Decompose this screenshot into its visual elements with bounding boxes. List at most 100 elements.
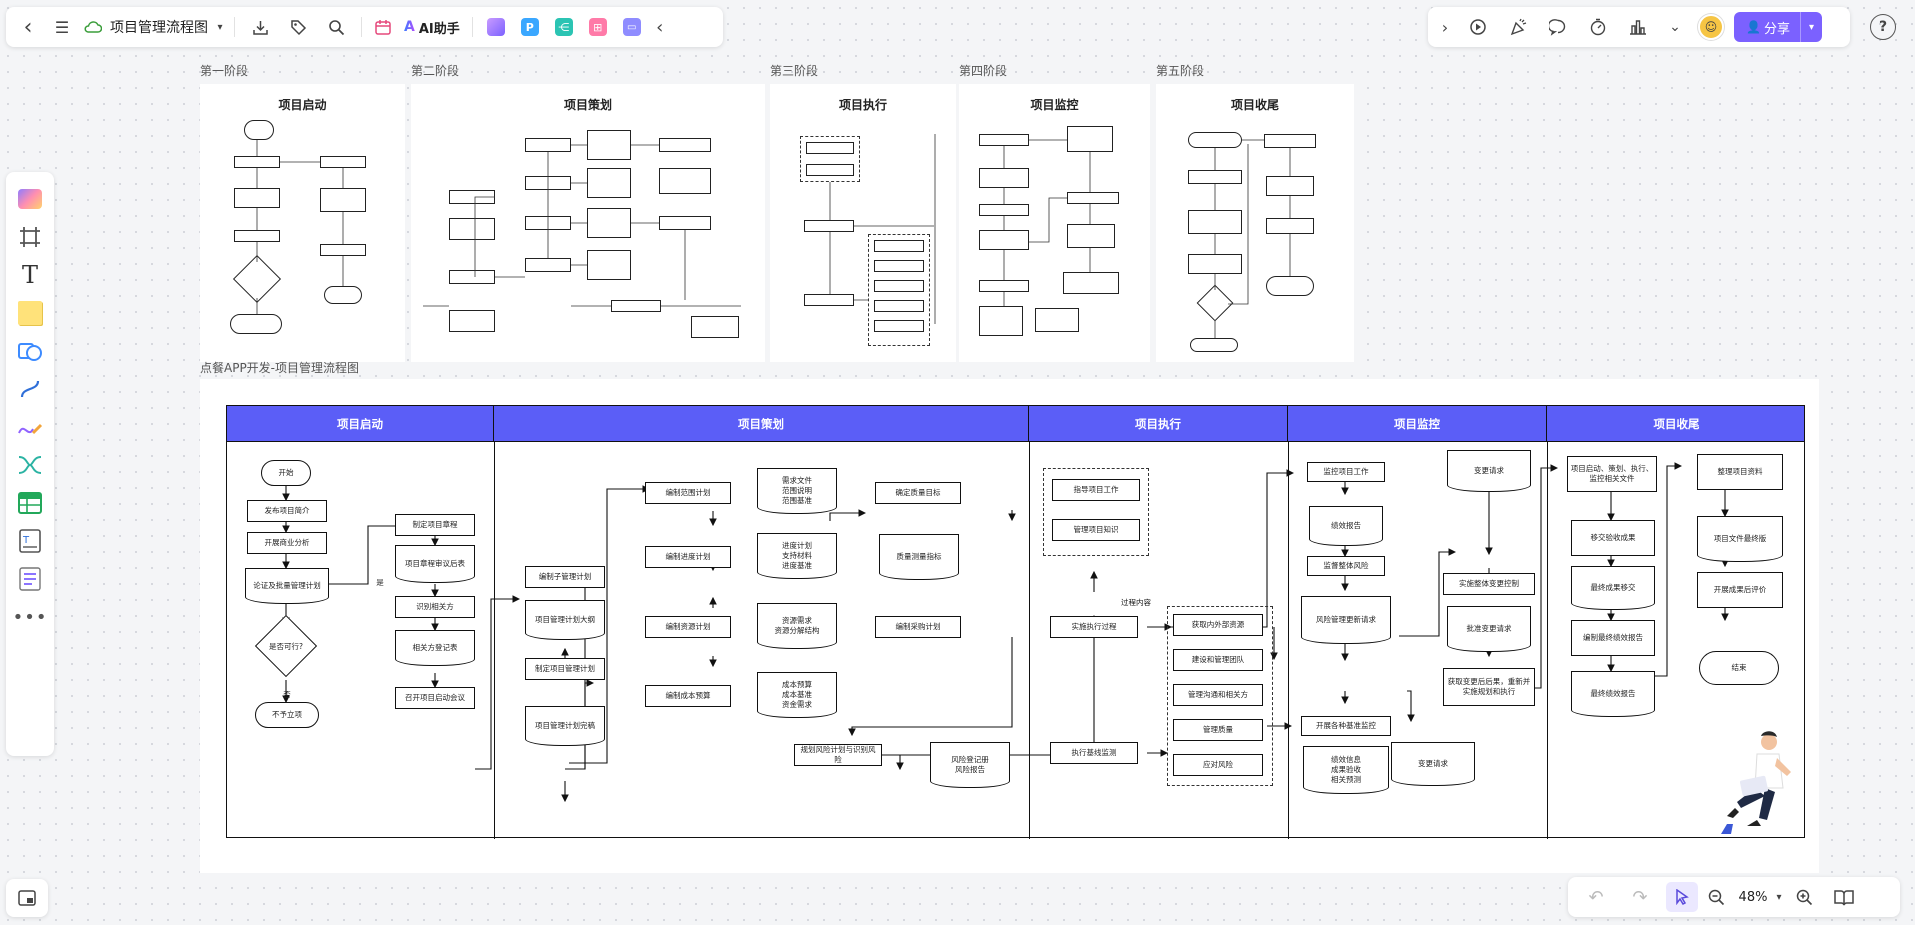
undo-icon[interactable]: ↶ xyxy=(1588,886,1604,908)
zoom-out-icon[interactable] xyxy=(1698,889,1734,906)
calendar-icon[interactable] xyxy=(368,18,398,36)
main-diagram-board[interactable]: 项目启动 项目策划 项目执行 项目监控 项目收尾 xyxy=(200,379,1819,873)
task-build-team[interactable]: 建设和管理团队 xyxy=(1173,649,1263,671)
node-quality-goal[interactable]: 确定质量目标 xyxy=(875,482,961,504)
text-icon[interactable]: T xyxy=(21,261,38,289)
sticky-note-icon[interactable] xyxy=(15,298,45,328)
expand-button[interactable]: › xyxy=(1441,17,1449,37)
comment-icon[interactable] xyxy=(1538,18,1578,36)
doc-change-request-2[interactable]: 变更请求 xyxy=(1391,742,1475,786)
stage-sheet-planning[interactable]: 项目策划 xyxy=(411,84,765,362)
template-icon[interactable] xyxy=(15,184,45,214)
back-button[interactable]: ‹ xyxy=(23,14,33,40)
select-tool-icon[interactable] xyxy=(1666,882,1698,912)
node-make-plan[interactable]: 制定项目管理计划 xyxy=(525,658,605,680)
task-manage-quality[interactable]: 管理质量 xyxy=(1173,719,1263,741)
help-button[interactable]: ? xyxy=(1870,14,1896,40)
doc-cost[interactable]: 成本预算 成本基准 资金需求 xyxy=(757,672,837,718)
chevron-down-icon[interactable]: ▾ xyxy=(217,21,223,33)
redo-icon[interactable]: ↷ xyxy=(1632,886,1648,908)
doc-risk-update[interactable]: 风险管理更新请求 xyxy=(1301,596,1391,644)
reject-node[interactable]: 不予立项 xyxy=(255,702,319,728)
node-plan-final[interactable]: 项目管理计划完稿 xyxy=(525,706,605,746)
node-baseline-monitor[interactable]: 执行基线监测 xyxy=(1050,742,1138,764)
node-baseline-monitoring[interactable]: 开展各种基准监控 xyxy=(1301,716,1391,736)
node-change-control[interactable]: 实施整体变更控制 xyxy=(1443,573,1535,595)
stage-sheet-closing[interactable]: 项目收尾 xyxy=(1156,84,1354,362)
book-icon[interactable] xyxy=(1822,889,1866,906)
document-title[interactable]: 项目管理流程图 xyxy=(110,20,208,36)
comment-plugin-icon[interactable]: ▭ xyxy=(615,18,649,36)
doc-final-deliverable[interactable]: 最终成果移交 xyxy=(1571,566,1655,610)
share-button[interactable]: 👤 分享 ▾ xyxy=(1734,12,1822,42)
more-tools-icon[interactable]: ••• xyxy=(12,606,48,628)
node-feasibility[interactable]: 论证及批量管理计划 xyxy=(245,568,329,604)
node-monitor-work[interactable]: 监控项目工作 xyxy=(1307,462,1385,482)
stage-sheet-execution[interactable]: 项目执行 xyxy=(770,84,956,362)
node-stakeholder-register[interactable]: 相关方登记表 xyxy=(395,630,475,666)
node-procurement-plan[interactable]: 编制采购计划 xyxy=(875,616,961,638)
flowchart-plugin-icon[interactable]: ⊞ xyxy=(581,18,615,36)
doc-quality-metrics[interactable]: 质量测量指标 xyxy=(879,534,959,580)
task-respond-risk[interactable]: 应对风险 xyxy=(1173,754,1263,776)
present-icon[interactable] xyxy=(1458,18,1498,36)
ppt-plugin-icon[interactable]: P xyxy=(513,18,547,36)
doc-perf-info[interactable]: 绩效信息 成果验收 相关预测 xyxy=(1303,746,1389,794)
zoom-in-icon[interactable] xyxy=(1786,889,1822,906)
mindmap-icon[interactable] xyxy=(15,450,45,480)
timer-icon[interactable] xyxy=(1578,18,1618,36)
collapse-toolbar-button[interactable]: ‹ xyxy=(656,16,664,38)
node-manage-knowledge[interactable]: 管理项目知识 xyxy=(1052,519,1140,541)
zoom-level[interactable]: 48% xyxy=(1738,889,1768,905)
node-monitor-risk[interactable]: 监督整体风险 xyxy=(1307,556,1385,576)
node-handover[interactable]: 移交验收成果 xyxy=(1571,520,1655,556)
stage-sheet-monitoring[interactable]: 项目监控 xyxy=(959,84,1150,362)
doc-performance[interactable]: 绩效报告 xyxy=(1309,506,1383,546)
start-node[interactable]: 开始 xyxy=(261,460,311,486)
node-cost-budget[interactable]: 编制成本预算 xyxy=(645,685,731,707)
node-organize-docs[interactable]: 整理项目资料 xyxy=(1697,454,1783,490)
zoom-chevron-icon[interactable]: ▾ xyxy=(1776,891,1782,903)
avatar[interactable]: ☺ xyxy=(1692,14,1730,40)
stage-sheet-initiation[interactable]: 项目启动 xyxy=(200,84,405,362)
doc-final-version[interactable]: 项目文件最终版 xyxy=(1697,516,1783,562)
end-node[interactable]: 结束 xyxy=(1699,651,1779,685)
doc-final-report[interactable]: 最终绩效报告 xyxy=(1571,671,1655,717)
node-business-analysis[interactable]: 开展商业分析 xyxy=(247,532,327,554)
more-down-icon[interactable]: ⌄ xyxy=(1669,19,1681,35)
task-acquire-resources[interactable]: 获取内外部资源 xyxy=(1173,614,1263,636)
node-scope-plan[interactable]: 编制范围计划 xyxy=(645,482,731,504)
node-schedule-plan[interactable]: 编制进度计划 xyxy=(645,546,731,568)
node-charter[interactable]: 制定项目章程 xyxy=(395,514,475,536)
vote-icon[interactable] xyxy=(1618,18,1658,36)
node-identify-stakeholders[interactable]: 识别相关方 xyxy=(395,596,475,618)
share-dropdown-icon[interactable]: ▾ xyxy=(1808,21,1814,33)
node-direct-work[interactable]: 指导项目工作 xyxy=(1052,479,1140,501)
download-icon[interactable] xyxy=(241,19,279,36)
node-implement[interactable]: 实施执行过程 xyxy=(1050,616,1138,638)
menu-button[interactable]: ☰ xyxy=(54,17,70,37)
node-risk-plan[interactable]: 规划风险计划与识别风险 xyxy=(794,744,882,766)
doc-scope[interactable]: 需求文件 范围说明 范围基准 xyxy=(757,468,837,514)
frame-icon[interactable] xyxy=(15,222,45,252)
table-icon[interactable] xyxy=(15,488,45,518)
ai-assistant-button[interactable]: A AI助手 xyxy=(404,19,460,37)
node-kickoff-meeting[interactable]: 召开项目启动会议 xyxy=(395,687,475,709)
search-icon[interactable] xyxy=(317,19,355,36)
pen-icon[interactable] xyxy=(15,412,45,442)
task-manage-comms[interactable]: 管理沟通和相关方 xyxy=(1173,684,1263,706)
shape-icon[interactable] xyxy=(15,336,45,366)
connector-icon[interactable] xyxy=(15,374,45,404)
doc-risk[interactable]: 风险登记册 风险报告 xyxy=(930,742,1010,788)
node-final-report[interactable]: 编制最终绩效报告 xyxy=(1571,620,1655,656)
node-resource-plan[interactable]: 编制资源计划 xyxy=(645,616,731,638)
node-charter-review[interactable]: 项目章程审议后表 xyxy=(395,545,475,583)
celebrate-icon[interactable] xyxy=(1498,18,1538,36)
mindmap-plugin-icon[interactable]: ⋲ xyxy=(547,18,581,36)
node-related-docs[interactable]: 项目启动、策划、执行、监控相关文件 xyxy=(1567,456,1657,492)
node-plan-outline[interactable]: 项目管理计划大纲 xyxy=(525,600,605,640)
doc-approved-change[interactable]: 批准变更请求 xyxy=(1447,606,1531,652)
doc-resource[interactable]: 资源需求 资源分解结构 xyxy=(757,603,837,649)
text-document-icon[interactable]: T xyxy=(15,526,45,556)
doc-schedule[interactable]: 进度计划 支持材料 进度基准 xyxy=(757,533,837,579)
